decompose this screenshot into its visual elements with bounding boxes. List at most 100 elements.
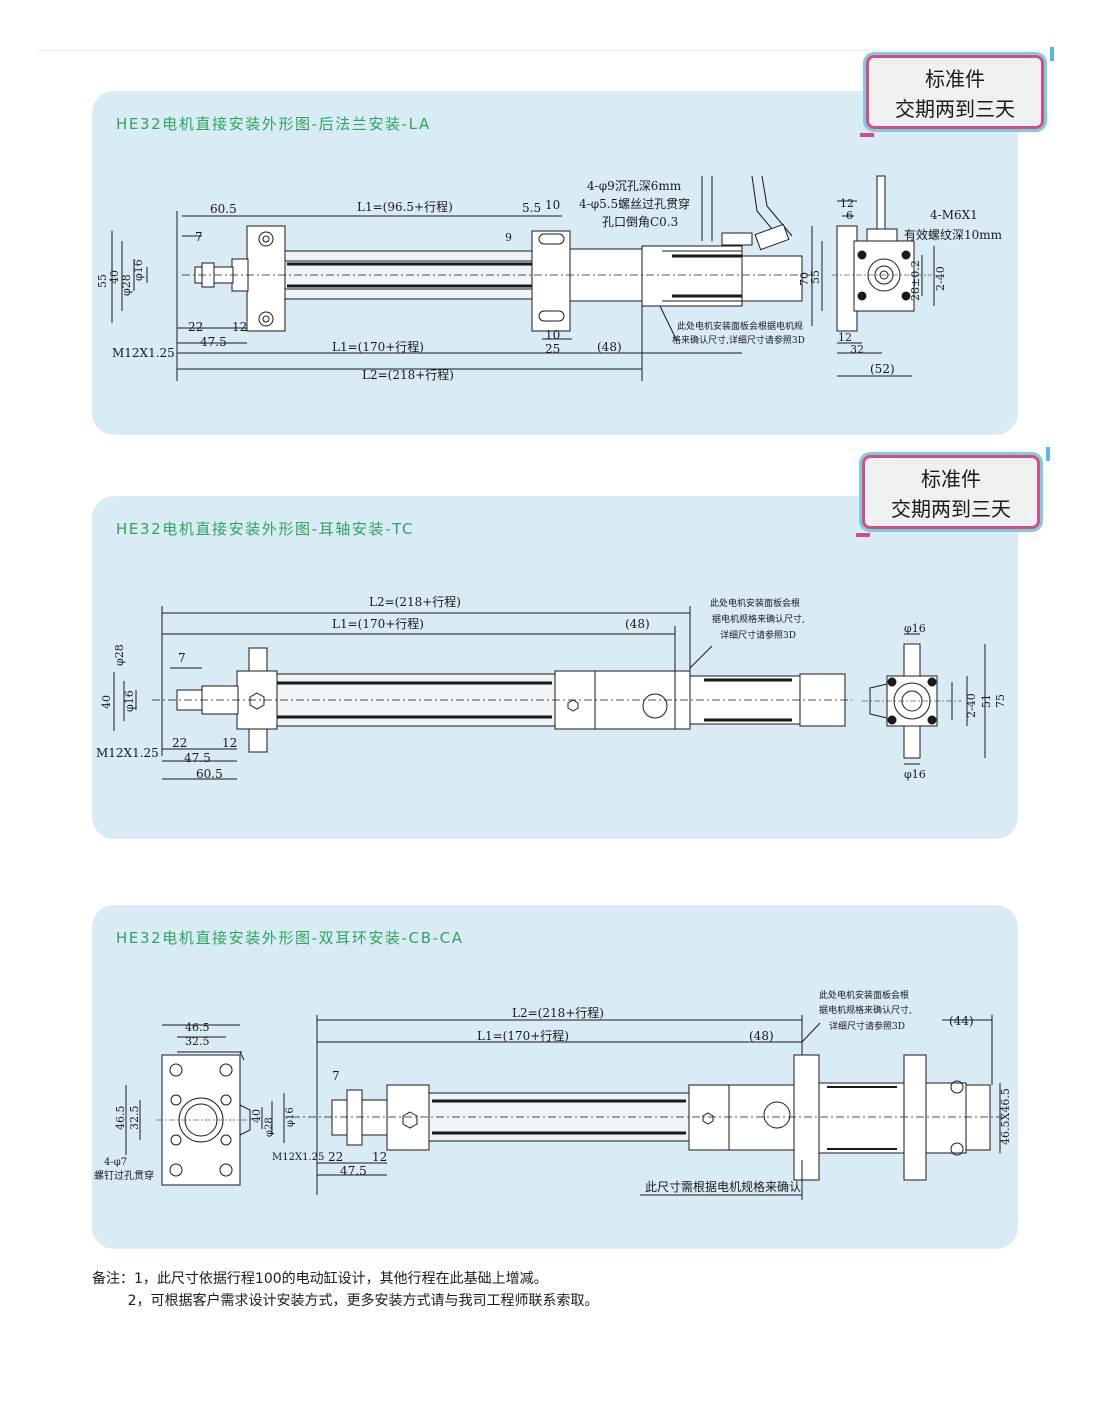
remark-line-1: 备注：1，此尺寸依据行程100的电动缸设计，其他行程在此基础上增减。: [92, 1271, 548, 1287]
note-hole3: 孔口倒角C0.3: [602, 215, 678, 229]
badge-line-1: 标准件: [921, 467, 981, 491]
motor-note-2: 格来确认尺寸,详细尺寸请参照3D: [672, 334, 805, 346]
dim-44: (44): [949, 1014, 974, 1028]
dim-48: (48): [625, 617, 650, 631]
dim-22: 22: [172, 736, 187, 750]
motor-note-2: 据电机规格来确认尺寸,: [819, 1004, 912, 1016]
dim-m12: M12X1.25: [272, 1152, 324, 1163]
dim-32-5: 32.5: [185, 1035, 210, 1048]
dim-48: (48): [597, 340, 622, 354]
dim-l2: L2=(218+行程): [362, 367, 454, 382]
dim-60-5: 60.5: [210, 202, 237, 216]
note-screw: 螺钉过孔贯穿: [94, 1169, 154, 1182]
side-dim-32: 32: [850, 343, 864, 356]
dim-phi28: φ28: [264, 1117, 275, 1137]
dim-40-v: 40: [108, 270, 121, 284]
badge-corner-mark: [1050, 47, 1054, 61]
front-flange: [246, 225, 286, 332]
dim-m12: M12X1.25: [112, 346, 175, 360]
dim-l1-top: L1=(96.5+行程): [357, 199, 453, 214]
dim-5-5: 5.5: [522, 201, 541, 215]
side-2-40: 2-40: [965, 693, 978, 718]
motor-note-3: 详细尺寸请参照3D: [720, 629, 796, 641]
remark-line-2: 2，可根据客户需求设计安装方式，更多安装方式请与我司工程师联系索取。: [92, 1293, 599, 1309]
motor-note-1: 此处电机安装面板会根: [710, 597, 800, 609]
dim-40: 40: [250, 1109, 263, 1123]
dim-40: 40: [100, 695, 113, 709]
dim-12: 12: [222, 736, 237, 750]
note-hole1: 4-φ9沉孔深6mm: [587, 179, 682, 193]
dim-47-5: 47.5: [200, 335, 227, 349]
motor-note-1: 此处电机安装面板会根: [819, 989, 909, 1001]
side-51: 51: [980, 694, 993, 708]
dim-48: (48): [749, 1029, 774, 1043]
note-hole2: 4-φ5.5螺丝过孔贯穿: [579, 196, 690, 211]
remarks: 备注：1，此尺寸依据行程100的电动缸设计，其他行程在此基础上增减。 2，可根据…: [92, 1268, 599, 1312]
motor: [818, 1082, 905, 1154]
drawing-la: 60.5 L1=(96.5+行程) 5.5 10 7 9 55 40 φ28 φ…: [96, 175, 1003, 382]
motor-note-3: 详细尺寸请参照3D: [829, 1020, 905, 1032]
dim-l1: L1=(170+行程): [477, 1028, 569, 1043]
dim-7: 7: [332, 1069, 340, 1083]
dim-47-5: 47.5: [184, 751, 211, 765]
dim-60-5: 60.5: [196, 767, 223, 781]
panel-tc: HE32电机直接安装外形图-耳轴安装-TC: [92, 496, 1018, 839]
standard-part-badge: 标准件 交期两到三天: [856, 447, 1050, 537]
dim-46-5: 46.5: [185, 1021, 210, 1034]
dim-32-5-v: 32.5: [128, 1106, 141, 1131]
dim-47-5: 47.5: [340, 1164, 367, 1178]
panel-cb-ca: HE32电机直接安装外形图-双耳环安装-CB-CA: [92, 905, 1018, 1249]
dim-phi16: φ16: [132, 259, 145, 281]
dim-l1-bottom: L1=(170+行程): [332, 339, 424, 354]
side-75: 75: [994, 694, 1007, 708]
badge-corner-mark: [860, 133, 874, 137]
side-dim-2-40: 2-40: [934, 266, 947, 291]
dim-l2: L2=(218+行程): [512, 1005, 604, 1020]
side-phi16-top: φ16: [904, 622, 926, 635]
side-dim-28: 28±0.2: [909, 260, 922, 301]
panel-title: HE32电机直接安装外形图-耳轴安装-TC: [116, 520, 415, 538]
standard-part-badge: 标准件 交期两到三天: [860, 47, 1054, 137]
dim-phi16: φ16: [285, 1107, 296, 1127]
side-dim-70: 70: [798, 272, 811, 286]
side-m6: 4-M6X1: [930, 208, 978, 222]
drawing-cb-ca: 46.5 32.5 46.5 32.5 4-φ7 螺钉过孔贯穿 L2=(218+…: [94, 989, 1012, 1200]
dim-phi28: φ28: [120, 274, 133, 296]
dim-9: 9: [505, 231, 512, 244]
side-m6-depth: 有效螺纹深10mm: [904, 227, 1003, 242]
dim-25: 25: [545, 342, 560, 356]
dim-10a: 10: [545, 198, 560, 212]
dim-10b: 10: [545, 328, 560, 342]
side-dim-12b: 12: [838, 331, 852, 344]
panel-title: HE32电机直接安装外形图-后法兰安装-LA: [116, 115, 431, 133]
badge-line-2: 交期两到三天: [895, 97, 1015, 121]
dim-l2: L2=(218+行程): [369, 594, 461, 609]
badge-corner-mark: [856, 533, 870, 537]
dim-55-v: 55: [96, 274, 109, 288]
side-dim-55: 55: [809, 270, 822, 284]
dim-phi16: φ16: [123, 690, 136, 712]
motor-plate: [793, 1054, 820, 1181]
dim-7: 7: [195, 230, 203, 244]
side-phi16-bottom: φ16: [904, 768, 926, 781]
motor-note-1: 此处电机安装面板会根据电机规: [677, 320, 803, 332]
side-dim-12: 12: [840, 197, 854, 210]
dim-m12: M12X1.25: [96, 746, 159, 760]
badge-line-1: 标准件: [925, 67, 985, 91]
drawing-tc: L2=(218+行程) L1=(170+行程) (48) 此处电机安装面板会根 …: [96, 594, 1007, 781]
motor-note-2: 据电机规格来确认尺寸,: [712, 613, 805, 625]
badge-corner-mark: [1046, 447, 1050, 461]
dim-22: 22: [328, 1150, 343, 1164]
dim-46-5x46-5: 46.5X46.5: [999, 1088, 1012, 1145]
dim-12: 12: [372, 1150, 387, 1164]
housing: [728, 1084, 795, 1151]
badge-line-2: 交期两到三天: [891, 497, 1011, 521]
panel-la: HE32电机直接安装外形图-后法兰安装-LA: [92, 91, 1018, 435]
dim-l1: L1=(170+行程): [332, 616, 424, 631]
side-dim-6: 6: [846, 209, 853, 222]
dim-4-phi7: 4-φ7: [104, 1157, 127, 1168]
dim-22: 22: [188, 320, 203, 334]
dim-46-5-v: 46.5: [114, 1106, 127, 1131]
dim-7: 7: [178, 651, 186, 665]
panel-title: HE32电机直接安装外形图-双耳环安装-CB-CA: [116, 929, 464, 947]
